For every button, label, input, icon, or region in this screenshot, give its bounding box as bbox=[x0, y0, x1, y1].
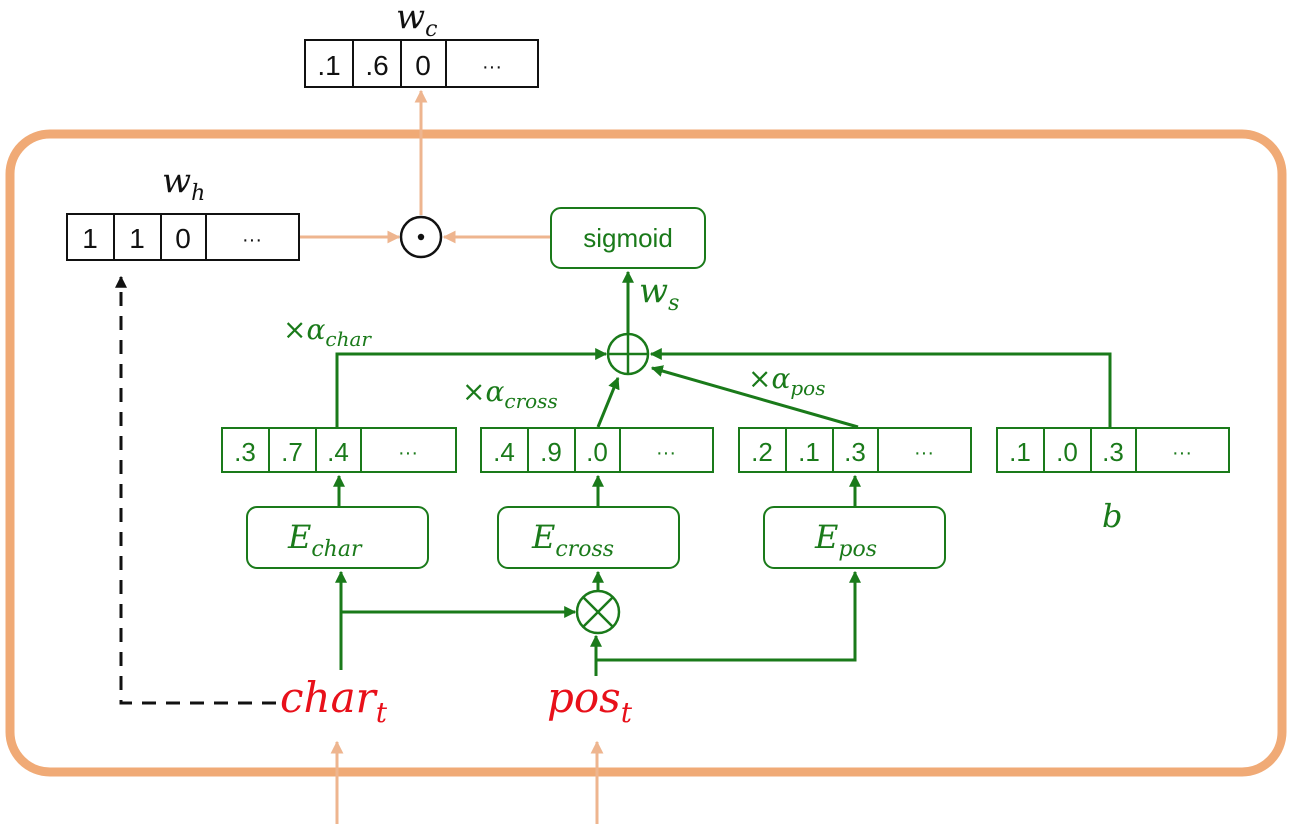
cell-container bbox=[5, 129, 1287, 777]
char-vec-cell-2: .7 bbox=[281, 437, 303, 467]
w-c-cell-1: .1 bbox=[317, 50, 340, 81]
char-t-label: chart bbox=[280, 673, 388, 729]
e-char-box: Echar bbox=[246, 506, 429, 569]
alpha-cross-label: ×αcross bbox=[462, 375, 558, 413]
arrow-b-to-oplus bbox=[649, 348, 1112, 427]
w-c-cell-3: 0 bbox=[415, 50, 431, 81]
char-embedding-vector: .3 .7 .4 ··· bbox=[221, 427, 457, 473]
w-h-cell-3: 0 bbox=[175, 223, 191, 254]
w-h-cell-4: ··· bbox=[242, 229, 262, 251]
char-vec-cell-3: .4 bbox=[327, 437, 349, 467]
b-vec-cell-1: .1 bbox=[1009, 437, 1031, 467]
w-c-cell-2: .6 bbox=[365, 50, 388, 81]
w-h-cell-2: 1 bbox=[129, 223, 145, 254]
bias-vector: .1 .0 .3 ··· bbox=[996, 427, 1230, 473]
w-c-vector: .1 .6 0 ··· bbox=[304, 39, 539, 88]
w-c-label: wc bbox=[396, 0, 437, 42]
cross-embedding-vector: .4 .9 .0 ··· bbox=[480, 427, 714, 473]
dashed-arrow-char-to-wh bbox=[115, 275, 276, 705]
w-h-label: wh bbox=[162, 161, 205, 206]
pos-vec-cell-3: .3 bbox=[844, 437, 866, 467]
sigmoid-box: sigmoid bbox=[550, 207, 706, 269]
w-s-label: ws bbox=[639, 271, 679, 316]
b-label: b bbox=[1102, 497, 1122, 535]
odot-operator bbox=[399, 215, 443, 259]
otimes-operator bbox=[575, 589, 621, 635]
b-vec-cell-4: ··· bbox=[1172, 442, 1192, 464]
cross-vec-cell-3: .0 bbox=[586, 437, 608, 467]
cross-vec-cell-2: .9 bbox=[540, 437, 562, 467]
w-h-cell-1: 1 bbox=[82, 223, 98, 254]
pos-t-label: post bbox=[547, 673, 633, 729]
svg-text:Ecross: Ecross bbox=[531, 518, 614, 562]
arrow-cross-vec-to-oplus bbox=[596, 376, 620, 428]
pos-vec-cell-4: ··· bbox=[914, 442, 934, 464]
pos-vec-cell-1: .2 bbox=[751, 437, 773, 467]
char-vec-cell-1: .3 bbox=[234, 437, 256, 467]
e-cross-box: Ecross bbox=[497, 506, 680, 569]
svg-text:Echar: Echar bbox=[287, 518, 363, 562]
pos-vec-cell-2: .1 bbox=[798, 437, 820, 467]
cross-vec-cell-1: .4 bbox=[493, 437, 515, 467]
cross-vec-cell-4: ··· bbox=[656, 442, 676, 464]
arrow-pos-vec-to-oplus bbox=[650, 365, 859, 429]
arrow-pos-to-epos bbox=[596, 570, 861, 662]
b-vec-cell-2: .0 bbox=[1056, 437, 1078, 467]
pos-embedding-vector: .2 .1 .3 ··· bbox=[738, 427, 972, 473]
sigmoid-label: sigmoid bbox=[583, 223, 673, 253]
w-c-cell-4: ··· bbox=[482, 56, 502, 78]
e-pos-box: Epos bbox=[763, 506, 946, 569]
alpha-pos-label: ×αpos bbox=[748, 362, 825, 400]
arrow-char-vec-to-oplus bbox=[335, 348, 608, 427]
char-vec-cell-4: ··· bbox=[398, 442, 418, 464]
oplus-operator bbox=[606, 332, 650, 376]
alpha-char-label: ×αchar bbox=[283, 313, 372, 351]
w-h-vector: 1 1 0 ··· bbox=[66, 213, 300, 261]
b-vec-cell-3: .3 bbox=[1102, 437, 1124, 467]
svg-text:Epos: Epos bbox=[814, 518, 877, 562]
